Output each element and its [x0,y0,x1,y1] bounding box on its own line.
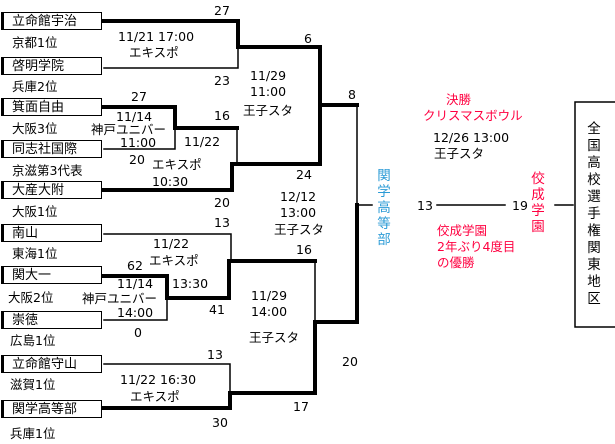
team-seed: 東海1位 [12,246,58,261]
east-region-label: 全国高校選手権関東地区 [587,121,601,307]
east-champion: 佼成学園 [531,171,545,235]
score: 23 [214,73,230,88]
team-box: 崇徳 [3,311,102,329]
match-venue: 神戸ユニバー [91,122,167,137]
score: 30 [212,415,228,430]
match-venue: 神戸ユニバー [82,291,158,306]
team-seed: 広島1位 [10,333,56,348]
team-box: 立命館守山 [3,355,102,373]
match-time: 13:30 [172,276,209,291]
score: 6 [304,31,312,46]
score: 20 [129,152,145,167]
result-line: 2年ぶり4度目 [437,239,516,254]
match-date: 11/21 17:00 [118,29,195,44]
team-box: 関大一 [3,266,102,284]
team-seed: 大阪1位 [12,204,58,219]
team-seed: 京滋第3代表 [12,163,83,178]
match-venue: 王子スタ [243,103,294,118]
score: 19 [512,198,528,213]
team-seed: 兵庫2位 [12,79,58,94]
score: 27 [131,89,147,104]
result-line: の優勝 [437,255,475,270]
team-box: 関学高等部 [3,400,102,418]
match-venue: 王子スタ [249,330,300,345]
final-venue: 王子スタ [434,146,485,161]
team-box: 箕面自由 [3,98,102,116]
team-box: 啓明学院 [3,57,102,75]
match-date: 11/29 [251,288,288,303]
match-date: 11/22 [153,236,190,251]
final-title: 決勝 [446,92,472,107]
match-date: 12/12 [280,189,317,204]
team-seed: 大阪3位 [12,121,58,136]
match-time: 14:00 [117,305,154,320]
match-time: 13:00 [280,205,317,220]
team-seed: 京都1位 [12,35,58,50]
score: 17 [293,399,309,414]
team-box: 南山 [3,224,102,242]
score: 8 [348,87,356,102]
score: 20 [214,195,230,210]
match-time: 11:00 [120,135,157,150]
match-time: 10:30 [152,174,189,189]
score: 41 [209,302,225,317]
score: 13 [207,347,223,362]
score: 24 [296,167,312,182]
result-line: 佼成学園 [437,223,488,238]
match-venue: エキスポ [149,253,199,268]
match-time: 11:00 [250,84,287,99]
score: 13 [214,215,230,230]
score: 16 [214,108,230,123]
match-date: 11/14 [116,109,153,124]
score: 27 [214,3,230,18]
match-venue: エキスポ [152,157,202,172]
team-seed: 大阪2位 [8,290,54,305]
match-date: 11/22 [184,134,221,149]
match-date: 11/14 [117,276,154,291]
match-venue: 王子スタ [274,222,325,237]
match-date: 11/22 16:30 [120,372,197,387]
match-venue: エキスポ [130,389,180,404]
team-box: 同志社国際 [3,140,102,158]
team-seed: 兵庫1位 [10,426,56,441]
match-time: 14:00 [251,304,288,319]
score: 13 [417,198,433,213]
team-box: 立命館宇治 [3,12,102,30]
team-box: 大産大附 [3,181,102,199]
score: 20 [342,354,358,369]
west-champion: 関学高等部 [377,168,391,248]
score: 0 [134,325,142,340]
team-seed: 滋賀1位 [10,377,56,392]
score: 62 [127,258,143,273]
final-datetime: 12/26 13:00 [433,130,510,145]
match-venue: エキスポ [129,45,179,60]
final-name: クリスマスボウル [423,108,523,123]
match-date: 11/29 [250,68,287,83]
score: 16 [296,242,312,257]
